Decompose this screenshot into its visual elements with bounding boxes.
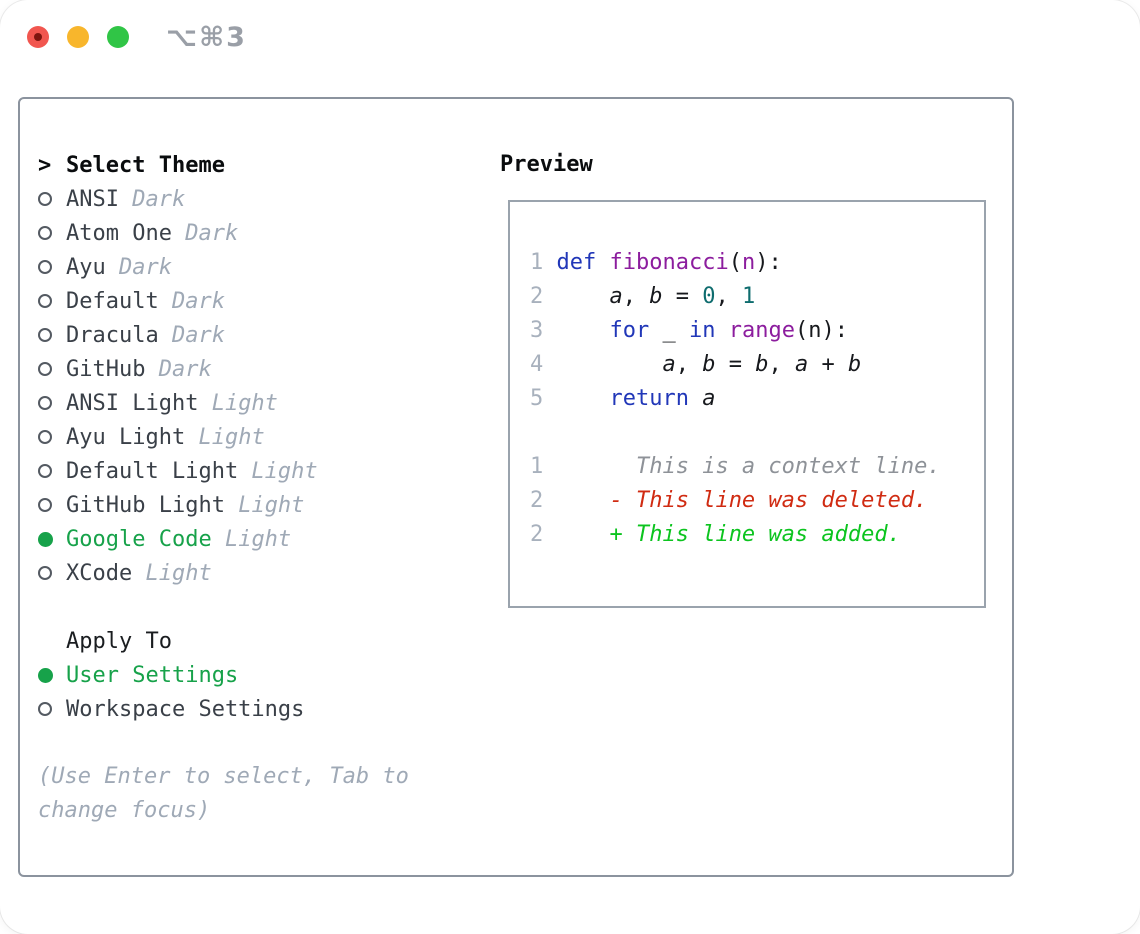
radio-icon <box>38 430 52 444</box>
theme-option-label: Dracula <box>66 322 159 348</box>
radio-icon <box>38 260 52 274</box>
theme-variant-label: Light <box>185 424 265 450</box>
spacer <box>38 590 478 624</box>
theme-option-dracula[interactable]: Dracula Dark <box>38 318 478 352</box>
code-line-8: 2 - This line was deleted. <box>530 488 928 513</box>
preview-header: Preview <box>500 152 593 177</box>
minimize-button[interactable] <box>67 26 89 48</box>
apply-to-header: Apply To <box>66 628 172 654</box>
radio-icon <box>38 294 52 308</box>
selected-radio-icon <box>38 667 53 683</box>
theme-option-label: Default Light <box>66 458 239 484</box>
code-line-1: 1 def fibonacci(n): <box>530 250 782 275</box>
radio-icon <box>38 702 52 716</box>
apply-to-header-row: Apply To <box>38 624 478 658</box>
radio-icon <box>38 566 52 580</box>
window-title-shortcut: ⌥⌘3 <box>166 22 247 53</box>
preview-pane <box>508 200 986 608</box>
apply-option-label: User Settings <box>66 662 239 688</box>
keyboard-hint: (Use Enter to select, Tab to change focus… <box>38 760 478 828</box>
theme-option-ayu[interactable]: Ayu Dark <box>38 250 478 284</box>
theme-option-ayu-light[interactable]: Ayu Light Light <box>38 420 478 454</box>
theme-variant-label: Light <box>211 526 292 552</box>
theme-option-label: Atom One <box>66 220 172 246</box>
theme-option-label: GitHub Light <box>66 492 225 518</box>
code-preview: 1 def fibonacci(n): 2 a, b = 0, 1 3 for _ … <box>530 246 941 552</box>
apply-option-user-settings[interactable]: User Settings <box>38 658 478 692</box>
theme-option-github[interactable]: GitHub Dark <box>38 352 478 386</box>
select-theme-header: Select Theme <box>66 152 225 178</box>
theme-variant-label: Light <box>238 458 318 484</box>
theme-option-label: Ayu <box>66 254 106 280</box>
theme-variant-label: Light <box>132 560 212 586</box>
theme-option-label: XCode <box>66 560 133 586</box>
theme-variant-label: Light <box>224 492 305 518</box>
theme-option-default-light[interactable]: Default Light Light <box>38 454 478 488</box>
code-line-7: 1 This is a context line. <box>530 454 941 479</box>
code-line-9: 2 + This line was added. <box>530 522 901 547</box>
theme-variant-label: Dark <box>145 356 212 382</box>
theme-variant-label: Dark <box>158 288 225 314</box>
prompt-icon: > <box>38 152 52 178</box>
theme-option-atom-one[interactable]: Atom One Dark <box>38 216 478 250</box>
select-theme-header-row: > Select Theme <box>38 148 478 182</box>
apply-option-workspace-settings[interactable]: Workspace Settings <box>38 692 478 726</box>
title-bar: ⌥⌘3 <box>0 0 1140 74</box>
theme-variant-label: Dark <box>158 322 225 348</box>
code-line-6 <box>530 416 941 450</box>
theme-option-label: GitHub <box>66 356 146 382</box>
radio-icon <box>38 226 52 240</box>
theme-option-xcode[interactable]: XCode Light <box>38 556 478 590</box>
spacer <box>38 726 478 760</box>
theme-option-google-code[interactable]: Google Code Light <box>38 522 478 556</box>
code-line-5: 5 return a <box>530 386 716 411</box>
radio-icon <box>38 328 52 342</box>
theme-option-github-light[interactable]: GitHub Light Light <box>38 488 478 522</box>
theme-option-label: Ayu Light <box>66 424 186 450</box>
theme-variant-label: Dark <box>105 254 172 280</box>
theme-option-ansi[interactable]: ANSI Dark <box>38 182 478 216</box>
theme-option-ansi-light[interactable]: ANSI Light Light <box>38 386 478 420</box>
radio-icon <box>38 192 52 206</box>
code-line-4: 4 a, b = b, a + b <box>530 352 862 377</box>
keyboard-hint-line: change focus) <box>38 798 211 823</box>
theme-option-label: ANSI <box>66 186 119 212</box>
keyboard-hint-line: (Use Enter to select, Tab to <box>38 764 409 789</box>
code-line-2: 2 a, b = 0, 1 <box>530 284 756 309</box>
theme-option-label: Default <box>66 288 159 314</box>
theme-option-default[interactable]: Default Dark <box>38 284 478 318</box>
zoom-button[interactable] <box>107 26 129 48</box>
radio-icon <box>38 396 52 410</box>
theme-variant-label: Dark <box>171 220 239 246</box>
theme-option-label: Google Code <box>66 526 212 552</box>
theme-option-label: ANSI Light <box>66 390 199 416</box>
traffic-lights <box>27 26 129 48</box>
radio-icon <box>38 498 52 512</box>
code-line-3: 3 for _ in range(n): <box>530 318 848 343</box>
theme-variant-label: Dark <box>118 186 186 212</box>
theme-variant-label: Light <box>198 390 278 416</box>
selected-radio-icon <box>38 531 53 547</box>
radio-icon <box>38 362 52 376</box>
apply-option-label: Workspace Settings <box>66 696 305 722</box>
close-button[interactable] <box>27 26 49 48</box>
radio-icon <box>38 464 52 478</box>
